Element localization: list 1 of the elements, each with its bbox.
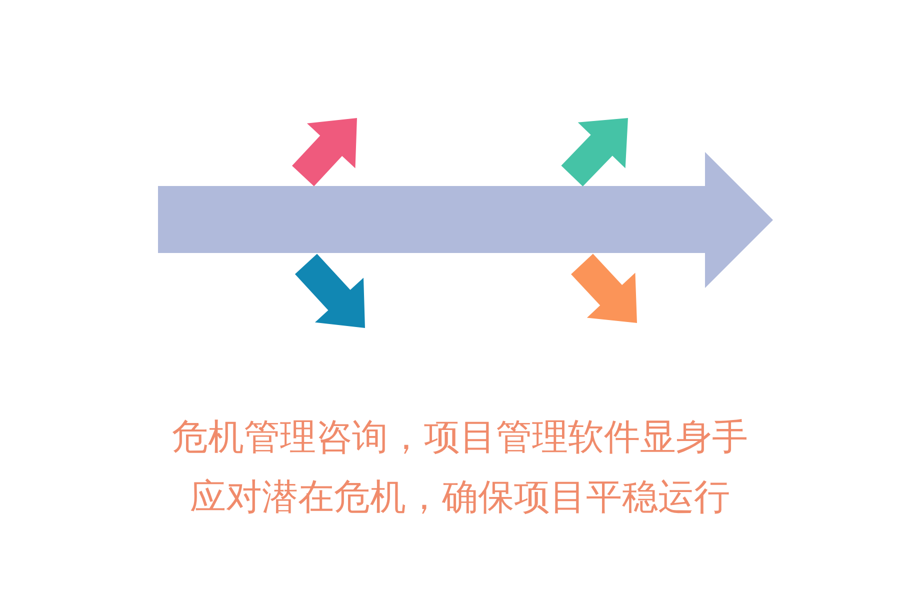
title: 危机管理咨询，项目管理软件显身手应对潜在危机，确保项目平稳运行	[171, 416, 749, 520]
